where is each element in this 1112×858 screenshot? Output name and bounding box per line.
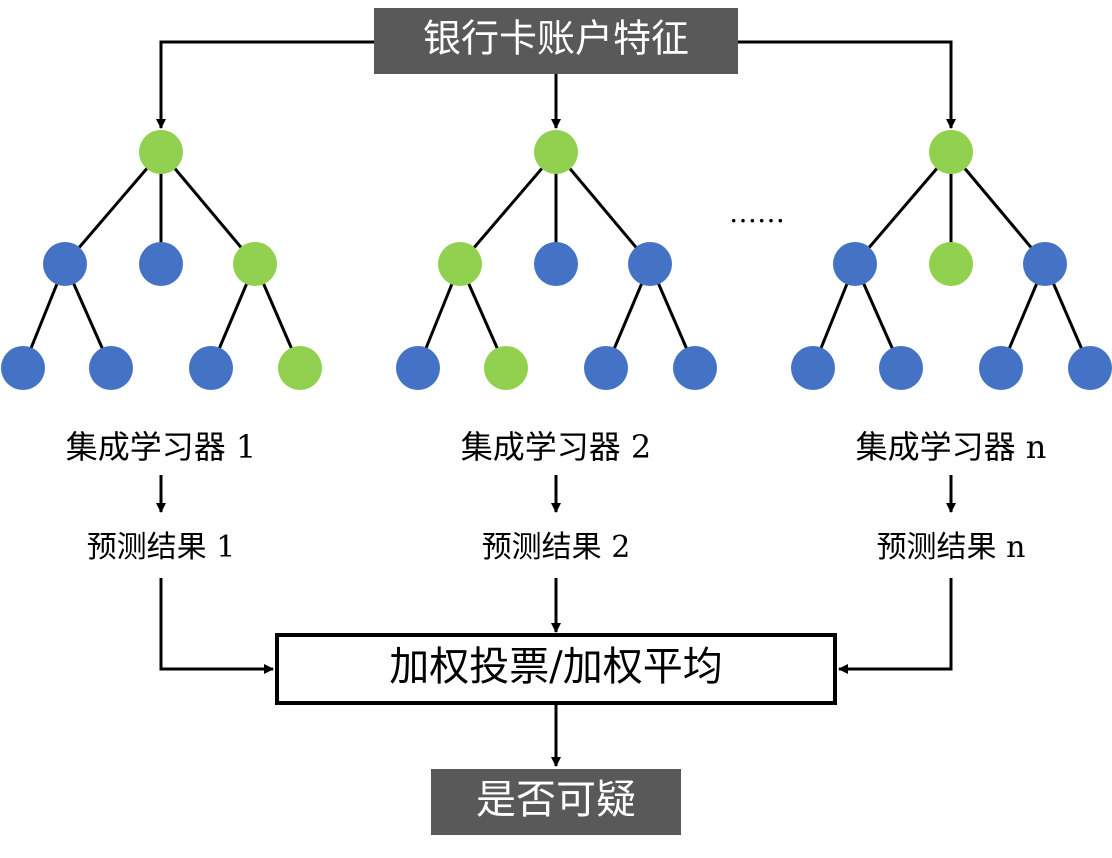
tree-leaf-node bbox=[791, 346, 835, 390]
tree-edge bbox=[949, 151, 1047, 265]
tree-node-level2 bbox=[233, 242, 277, 286]
tree-root-node bbox=[534, 130, 578, 174]
tree-node-level2 bbox=[139, 242, 183, 286]
tree-node-level2 bbox=[628, 242, 672, 286]
tree-3 bbox=[791, 130, 1112, 390]
connector-to-tree-1 bbox=[156, 40, 374, 129]
aggregation-box: 加权投票/加权平均 bbox=[275, 633, 837, 705]
input-box-label: 银行卡账户特征 bbox=[423, 17, 689, 61]
input-box: 银行卡账户特征 bbox=[374, 8, 738, 74]
tree-root-node bbox=[139, 130, 183, 174]
output-box-label: 是否可疑 bbox=[476, 777, 636, 823]
result-label-1: 预测结果 1 bbox=[87, 530, 236, 565]
input-connectors bbox=[156, 40, 956, 129]
tree-leaf-node bbox=[584, 346, 628, 390]
learner-label-1: 集成学习器 1 bbox=[66, 428, 257, 466]
tree-edge bbox=[853, 151, 953, 265]
result-label-2: 预测结果 2 bbox=[482, 530, 631, 565]
tree-2 bbox=[396, 130, 717, 390]
tree-root-node bbox=[929, 130, 973, 174]
tree-node-level2 bbox=[929, 242, 973, 286]
connector-result-n bbox=[838, 578, 953, 674]
tree-node-level2 bbox=[534, 242, 578, 286]
learner-labels: 集成学习器 1 集成学习器 2 集成学习器 n bbox=[66, 428, 1047, 466]
learner-to-result-arrows bbox=[156, 475, 956, 513]
tree-node-level2 bbox=[438, 242, 482, 286]
result-label-n: 预测结果 n bbox=[877, 530, 1026, 565]
tree-leaf-node bbox=[484, 346, 528, 390]
tree-leaf-node bbox=[979, 346, 1023, 390]
tree-edge bbox=[554, 151, 652, 265]
tree-node-level2 bbox=[1023, 242, 1067, 286]
tree-leaf-node bbox=[189, 346, 233, 390]
tree-leaf-node bbox=[89, 346, 133, 390]
output-box: 是否可疑 bbox=[431, 769, 681, 835]
result-to-aggregation-connectors bbox=[159, 578, 953, 674]
learner-label-2: 集成学习器 2 bbox=[461, 428, 652, 466]
decision-trees bbox=[1, 130, 1112, 390]
output-box-bg bbox=[431, 769, 681, 835]
tree-node-level2 bbox=[43, 242, 87, 286]
tree-leaf-node bbox=[278, 346, 322, 390]
result-labels: 预测结果 1 预测结果 2 预测结果 n bbox=[87, 530, 1026, 565]
aggregation-box-label: 加权投票/加权平均 bbox=[389, 644, 722, 690]
input-box-bg bbox=[374, 8, 738, 74]
ellipsis: …… bbox=[729, 196, 785, 229]
tree-leaf-node bbox=[673, 346, 717, 390]
tree-leaf-node bbox=[1, 346, 45, 390]
tree-leaf-node bbox=[879, 346, 923, 390]
tree-edge bbox=[159, 151, 257, 265]
tree-leaf-node bbox=[1068, 346, 1112, 390]
tree-1 bbox=[1, 130, 322, 390]
tree-edge bbox=[63, 151, 163, 265]
learner-label-n: 集成学习器 n bbox=[856, 428, 1047, 466]
connector-result-1 bbox=[159, 578, 274, 674]
aggregation-box-frame bbox=[275, 633, 837, 705]
tree-node-level2 bbox=[833, 242, 877, 286]
tree-leaf-node bbox=[396, 346, 440, 390]
connector-to-tree-n bbox=[738, 40, 956, 129]
tree-edge bbox=[458, 151, 558, 265]
